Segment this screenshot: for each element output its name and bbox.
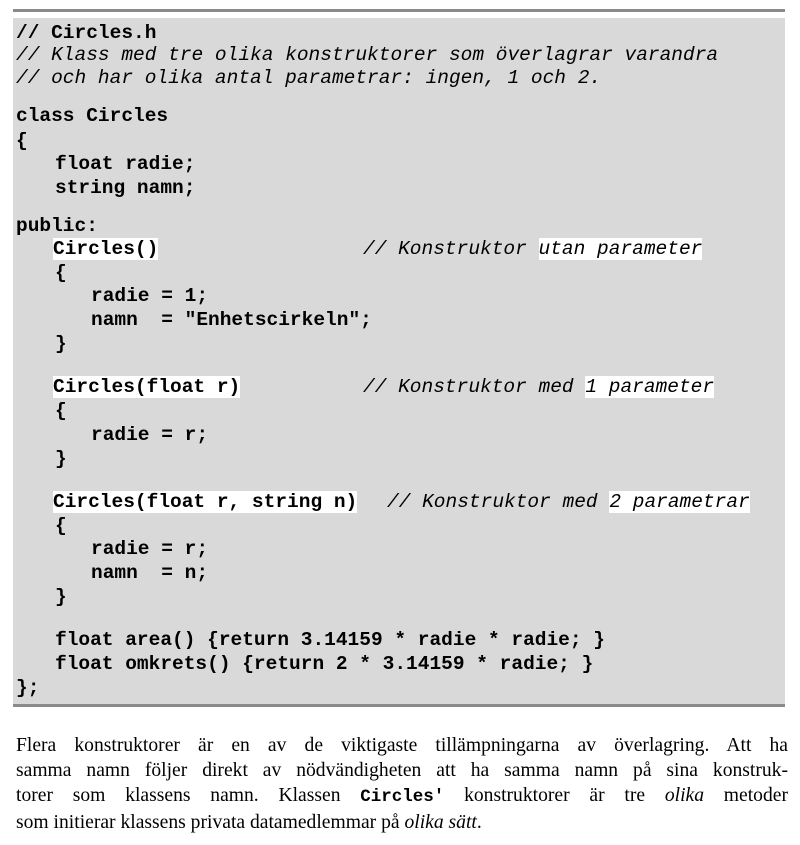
ctor1-signature: Circles() xyxy=(53,237,159,261)
paragraph-line-4: som initierar klassens privata datamedle… xyxy=(16,810,788,835)
ctor3-body-2: namn = n; xyxy=(91,562,209,584)
ctor2-body-1: radie = r; xyxy=(91,424,209,446)
ctor2-signature-text: Circles(float r) xyxy=(53,376,241,398)
ctor1-close-brace: } xyxy=(55,333,67,355)
method-area: float area() {return 3.14159 * radie * r… xyxy=(55,629,605,651)
paragraph-line-4-b: . xyxy=(476,812,482,833)
ctor1-signature-text: Circles() xyxy=(53,238,159,260)
ctor2-close-brace: } xyxy=(55,448,67,470)
ctor1-body-2: namn = "Enhetscirkeln"; xyxy=(91,309,372,331)
ctor3-open-brace: { xyxy=(55,515,67,537)
paragraph-line-2: samma namn följer direkt av nödvändighet… xyxy=(16,760,788,781)
code-listing: // Circles.h // Klass med tre olika kons… xyxy=(13,18,785,707)
ctor2-comment-prefix: // Konstruktor med xyxy=(363,376,586,398)
ctor3-comment-highlight: 2 parametrar xyxy=(609,491,750,513)
ctor1-comment: // Konstruktor utan parameter xyxy=(363,237,703,261)
class-close: }; xyxy=(16,677,40,699)
member-radie: float radie; xyxy=(55,153,196,175)
paragraph-line-4-a: som initierar klassens privata datamedle… xyxy=(16,812,405,833)
ctor3-comment: // Konstruktor med 2 parametrar xyxy=(387,490,750,514)
explanation-paragraph: Flera konstruktorer är en av de viktigas… xyxy=(16,733,788,835)
ctor3-comment-prefix: // Konstruktor med xyxy=(387,491,610,513)
inline-code-circles: Circles' xyxy=(360,787,445,807)
ctor3-body-1: radie = r; xyxy=(91,538,209,560)
ctor2-comment: // Konstruktor med 1 parameter xyxy=(363,375,715,399)
member-namn: string namn; xyxy=(55,177,196,199)
paragraph-line-3-a: torer som klassens namn. Klassen xyxy=(16,785,361,806)
ctor2-comment-highlight: 1 parameter xyxy=(585,376,715,398)
ctor3-signature: Circles(float r, string n) xyxy=(53,490,358,514)
top-rule xyxy=(13,9,785,12)
paragraph-line-3-c: metoder xyxy=(704,785,788,806)
paragraph-line-3-b: konstruktorer är tre xyxy=(444,785,665,806)
emphasis-olika-satt: olika sätt xyxy=(404,812,477,833)
ctor1-body-1: radie = 1; xyxy=(91,285,209,307)
ctor1-comment-highlight: utan parameter xyxy=(538,238,703,260)
ctor2-signature: Circles(float r) xyxy=(53,375,241,399)
ctor3-close-brace: } xyxy=(55,586,67,608)
class-declaration: class Circles xyxy=(16,105,169,127)
ctor3-signature-text: Circles(float r, string n) xyxy=(53,491,358,513)
class-comment-line-1: // Klass med tre olika konstruktorer som… xyxy=(16,44,719,66)
method-omkrets: float omkrets() {return 2 * 3.14159 * ra… xyxy=(55,653,594,675)
emphasis-olika: olika xyxy=(664,785,705,806)
paragraph-line-3: torer som klassens namn. Klassen Circles… xyxy=(16,783,788,810)
class-comment-line-2: // och har olika antal parametrar: ingen… xyxy=(16,67,602,89)
ctor1-comment-prefix: // Konstruktor xyxy=(363,238,539,260)
class-open-brace: { xyxy=(16,130,28,152)
ctor2-open-brace: { xyxy=(55,400,67,422)
public-label: public: xyxy=(16,215,98,237)
ctor1-open-brace: { xyxy=(55,262,67,284)
file-header-comment: // Circles.h xyxy=(16,22,157,44)
paragraph-line-1: Flera konstruktorer är en av de viktigas… xyxy=(16,735,788,756)
